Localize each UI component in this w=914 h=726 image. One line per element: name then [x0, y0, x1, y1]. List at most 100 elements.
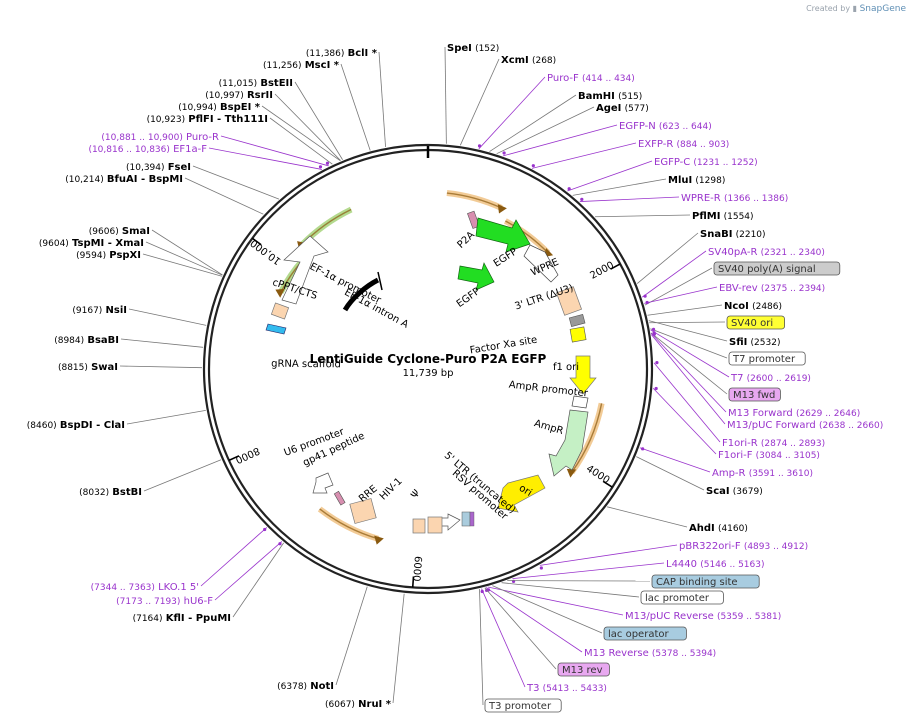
site-label-pspxi[interactable]: (9594) PspXI — [76, 250, 141, 261]
leader-ahdi — [607, 506, 688, 528]
label-box — [713, 261, 841, 276]
label-text: T3 (5413 .. 5433) — [526, 683, 607, 694]
site-label-pbr322[interactable]: pBR322ori-F (4893 .. 4912) — [679, 541, 808, 552]
site-label-f1orif[interactable]: F1ori-F (3084 .. 3105) — [718, 450, 820, 461]
feature-label-psi: Ψ — [409, 488, 423, 501]
label-text: MluI (1298) — [668, 175, 725, 186]
site-label-rsrii[interactable]: (10,997) RsrII — [205, 90, 273, 101]
leader-lacprom — [501, 582, 640, 598]
label-text: (10,923) PflFI - Tth111I — [147, 114, 268, 125]
site-label-snabi[interactable]: SnaBI (2210) — [700, 229, 766, 240]
site-label-bspei[interactable]: (10,994) BspEI * — [178, 102, 260, 113]
site-label-sv40ori[interactable]: SV40 ori — [726, 315, 785, 330]
site-label-nsii[interactable]: (9167) NsiI — [72, 305, 127, 316]
site-label-msci[interactable]: (11,256) MscI * — [263, 60, 340, 71]
site-label-capsite[interactable]: CAP binding site — [651, 574, 760, 589]
site-label-bcli[interactable]: (11,386) BclI * — [306, 48, 378, 59]
label-name: PflFI - Tth111I — [188, 114, 268, 125]
site-label-lacprom[interactable]: lac promoter — [640, 590, 724, 605]
site-label-lko15[interactable]: (7344 .. 7363) LKO.1 5' — [91, 582, 199, 593]
primer-mark-f1orir — [655, 361, 659, 365]
tick-mark — [411, 576, 415, 588]
site-label-scai[interactable]: ScaI (3679) — [706, 486, 763, 497]
site-label-ampr[interactable]: Amp-R (3591 .. 3610) — [712, 468, 813, 479]
leader-ef1af — [208, 147, 322, 170]
site-label-m13pucrev[interactable]: M13/pUC Reverse (5359 .. 5381) — [625, 611, 781, 622]
site-label-swai[interactable]: (8815) SwaI — [58, 362, 118, 373]
site-label-bamhi[interactable]: BamHI (515) — [578, 91, 642, 102]
label-text: AgeI (577) — [596, 103, 649, 114]
site-label-exfpr[interactable]: EXFP-R (884 .. 903) — [638, 139, 729, 150]
site-label-spei[interactable]: SpeI (152) — [447, 43, 499, 54]
site-label-xcmi[interactable]: XcmI (268) — [501, 55, 556, 66]
label-text: (6067) NruI * — [325, 699, 392, 710]
site-label-noti[interactable]: (6378) NotI — [277, 681, 334, 692]
site-label-ebvrev[interactable]: EBV-rev (2375 .. 2394) — [719, 283, 825, 294]
site-label-wprer[interactable]: WPRE-R (1366 .. 1386) — [681, 193, 788, 204]
site-label-hu6f[interactable]: (7173 .. 7193) hU6-F — [116, 596, 213, 607]
site-label-egfpc[interactable]: EGFP-C (1231 .. 1252) — [654, 157, 758, 168]
site-label-smai[interactable]: (9606) SmaI — [89, 226, 150, 237]
site-label-lacop[interactable]: lac operator — [603, 626, 687, 641]
site-label-bstbi[interactable]: (8032) BstBI — [79, 487, 142, 498]
leader-scai — [636, 456, 705, 491]
site-label-ahdi[interactable]: AhdI (4160) — [689, 523, 748, 534]
site-label-sv40polya[interactable]: SV40 poly(A) signal — [713, 261, 841, 276]
site-label-agei[interactable]: AgeI (577) — [596, 103, 649, 114]
site-label-m13fwd[interactable]: M13 fwd — [728, 387, 781, 402]
site-label-t3prom[interactable]: T3 promoter — [484, 698, 562, 713]
site-label-l4440[interactable]: L4440 (5146 .. 5163) — [666, 559, 765, 570]
label-name: hU6-F — [184, 596, 214, 607]
site-label-m13pucfwd[interactable]: M13/pUC Forward (2638 .. 2660) — [727, 420, 883, 431]
site-label-fsei[interactable]: (10,394) FseI — [126, 162, 191, 173]
site-label-m13reverse[interactable]: M13 Reverse (5378 .. 5394) — [584, 648, 716, 659]
leader-bspei — [261, 105, 341, 162]
label-text: pBR322ori-F (4893 .. 4912) — [679, 541, 808, 552]
site-label-egfpn[interactable]: EGFP-N (623 .. 644) — [619, 121, 712, 132]
site-label-purof[interactable]: Puro-F (414 .. 434) — [547, 73, 635, 84]
leader-lacop — [492, 585, 603, 634]
label-position: (1554) — [724, 212, 754, 222]
label-name: BstBI — [112, 487, 142, 498]
site-label-puror[interactable]: (10,881 .. 10,900) Puro-R — [101, 132, 219, 143]
site-label-m13forward[interactable]: M13 Forward (2629 .. 2646) — [728, 408, 860, 419]
label-text: (9606) SmaI — [89, 226, 150, 237]
primer-mark-sv40par — [643, 294, 647, 298]
site-label-bsteii[interactable]: (11,015) BstEII — [219, 78, 293, 89]
ori-arc-head — [374, 535, 384, 545]
wpre-box — [523, 244, 559, 283]
label-position: (5378 .. 5394) — [652, 649, 716, 659]
site-label-m13rev[interactable]: M13 rev — [557, 662, 610, 677]
site-label-bsabi[interactable]: (8984) BsaBI — [54, 335, 119, 346]
label-name: SV40pA-R — [708, 247, 757, 258]
leader-purof — [478, 76, 546, 150]
label-name: CAP binding site — [656, 577, 738, 588]
site-label-sfii[interactable]: SfiI (2532) — [729, 337, 780, 348]
site-label-ncoi[interactable]: NcoI (2486) — [724, 301, 782, 312]
site-label-tspmi[interactable]: (9604) TspMI - XmaI — [39, 238, 144, 249]
site-label-kfli[interactable]: (7164) KflI - PpuMI — [133, 613, 231, 624]
site-label-t7[interactable]: T7 (2600 .. 2619) — [730, 373, 811, 384]
label-name: SmaI — [122, 226, 150, 237]
ampr-arc-core — [571, 403, 603, 473]
site-label-nrui[interactable]: (6067) NruI * — [325, 699, 392, 710]
site-label-t3[interactable]: T3 (5413 .. 5433) — [526, 683, 607, 694]
label-text: (6378) NotI — [277, 681, 334, 692]
site-label-t7prom[interactable]: T7 promoter — [728, 351, 806, 366]
label-position: (10,214) — [65, 175, 104, 185]
site-label-bfuai[interactable]: (10,214) BfuAI - BspMI — [65, 174, 183, 185]
leader-t3prom — [479, 589, 484, 706]
site-label-ef1af[interactable]: (10,816 .. 10,836) EF1a-F — [88, 144, 207, 155]
site-label-sv40par[interactable]: SV40pA-R (2321 .. 2340) — [708, 247, 825, 258]
site-label-mlui[interactable]: MluI (1298) — [668, 175, 725, 186]
label-position: (5146 .. 5163) — [700, 560, 764, 570]
site-label-pflfi[interactable]: (10,923) PflFI - Tth111I — [147, 114, 268, 125]
site-label-f1orir[interactable]: F1ori-R (2874 .. 2893) — [722, 438, 825, 449]
label-name: SnaBI — [700, 229, 732, 240]
leader-snabi — [636, 232, 699, 284]
label-text: (10,394) FseI — [126, 162, 191, 173]
label-text: (7164) KflI - PpuMI — [133, 613, 231, 624]
site-label-bspdi[interactable]: (8460) BspDI - ClaI — [27, 420, 125, 431]
site-label-pflmi[interactable]: PflMI (1554) — [692, 211, 754, 222]
label-position: (623 .. 644) — [659, 122, 712, 132]
